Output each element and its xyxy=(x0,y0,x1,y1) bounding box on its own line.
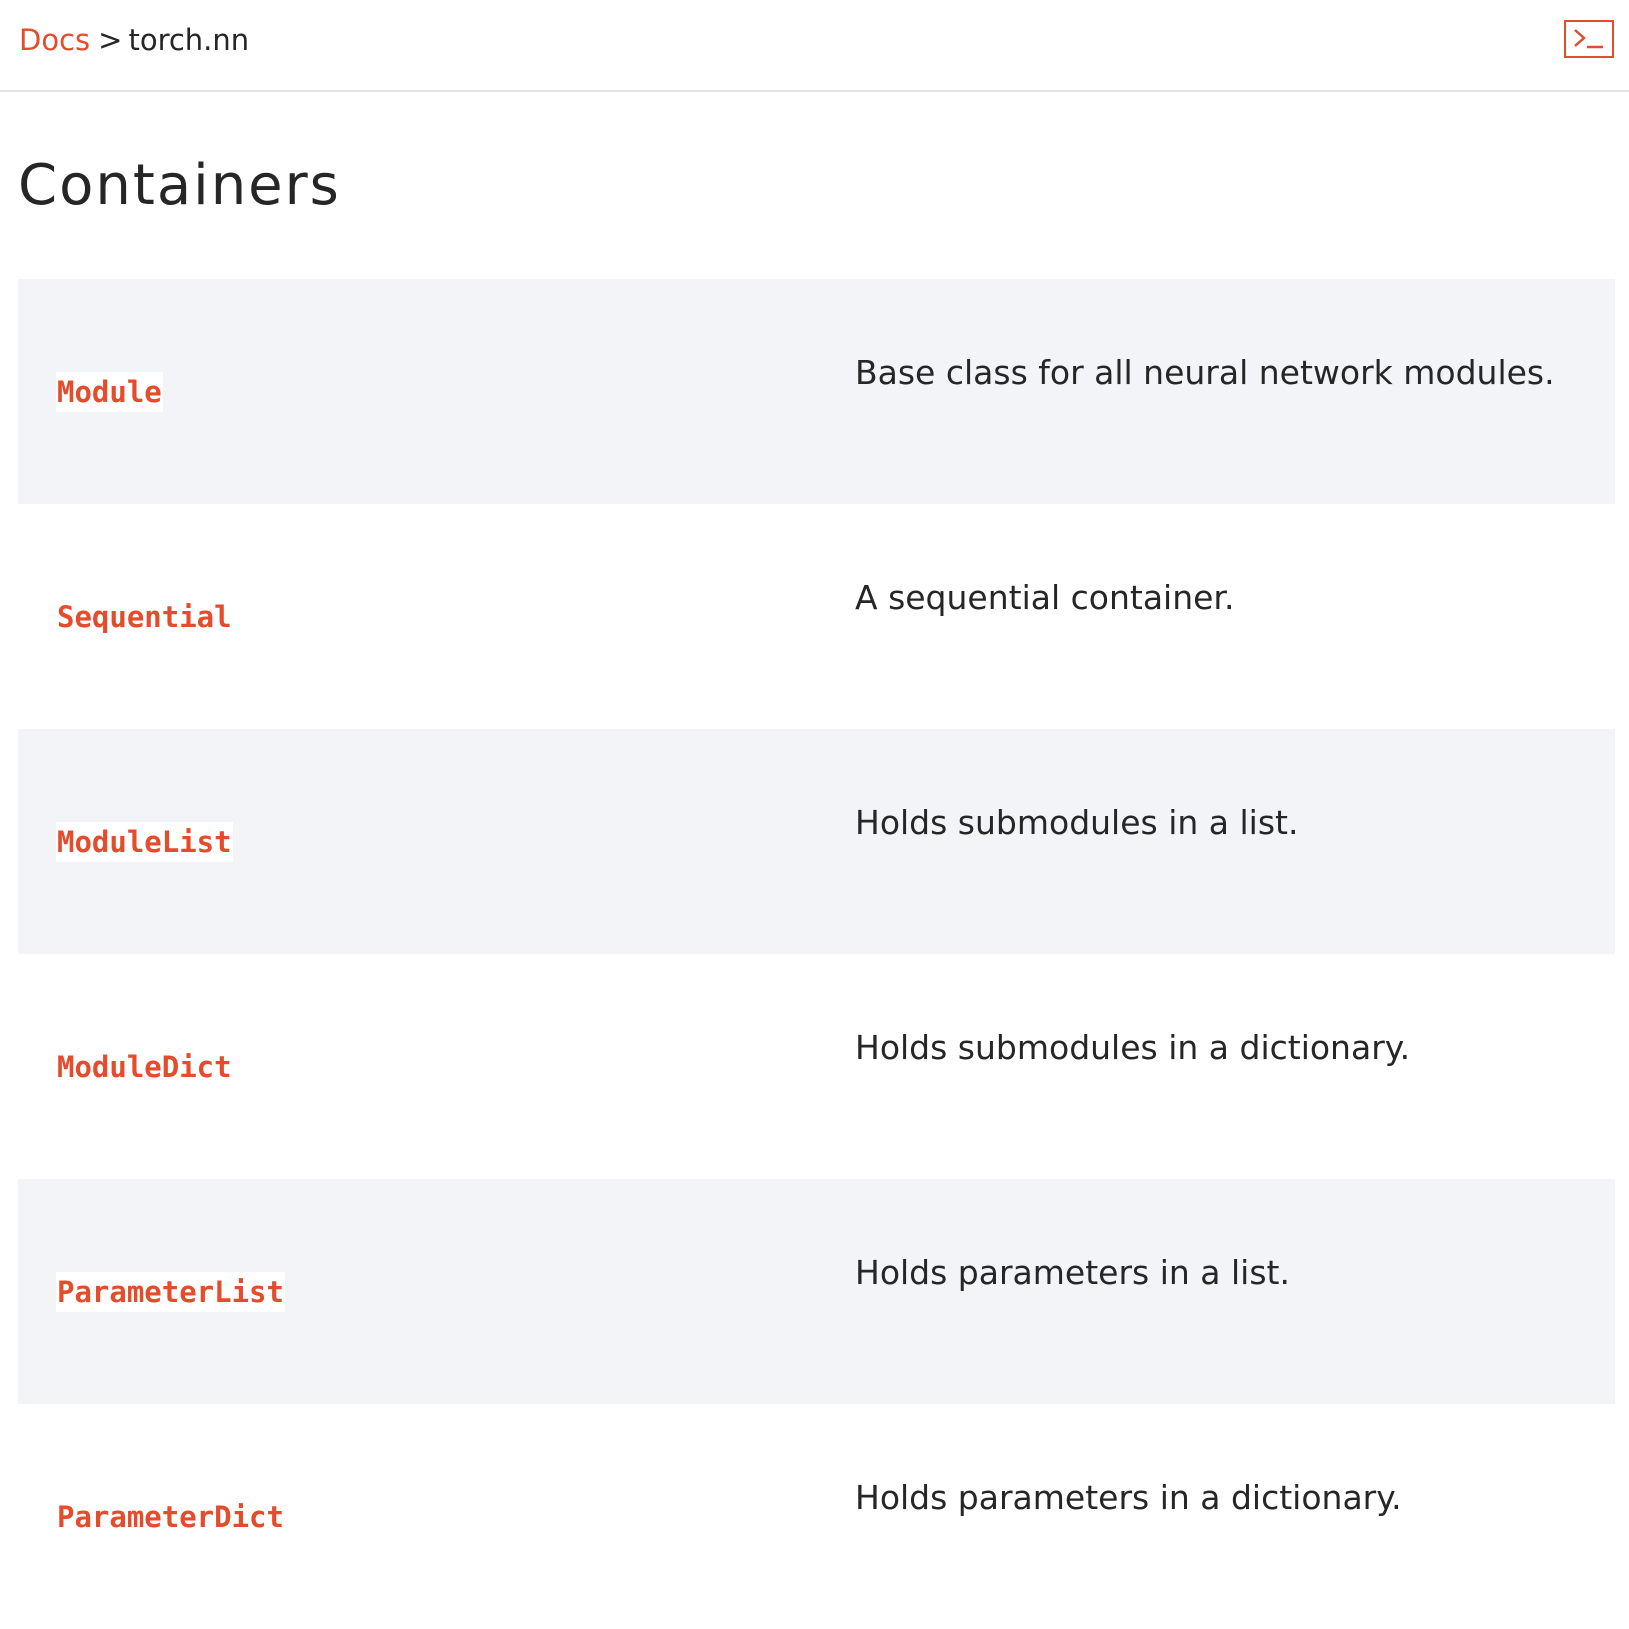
container-name-cell: ModuleList xyxy=(56,822,233,862)
container-description: Holds submodules in a dictionary. xyxy=(855,1028,1411,1067)
containers-table: Module Base class for all neural network… xyxy=(18,279,1615,1629)
breadcrumb-current: torch.nn xyxy=(128,23,250,57)
table-row: ModuleList Holds submodules in a list. xyxy=(18,729,1615,954)
breadcrumb-docs-link[interactable]: Docs xyxy=(19,23,91,57)
container-name-cell: ParameterList xyxy=(56,1272,285,1312)
container-description: Holds submodules in a list. xyxy=(855,803,1299,842)
table-row: Sequential A sequential container. xyxy=(18,504,1615,729)
container-name-cell: Sequential xyxy=(56,597,233,637)
terminal-button[interactable] xyxy=(1564,20,1614,58)
container-link-parameterlist[interactable]: ParameterList xyxy=(56,1272,285,1312)
table-row: Module Base class for all neural network… xyxy=(18,279,1615,504)
breadcrumb-separator: > xyxy=(98,23,123,57)
container-link-module[interactable]: Module xyxy=(56,372,163,412)
container-description: A sequential container. xyxy=(855,578,1235,617)
container-link-sequential[interactable]: Sequential xyxy=(57,600,232,634)
table-row: ModuleDict Holds submodules in a diction… xyxy=(18,954,1615,1179)
container-description: Base class for all neural network module… xyxy=(855,353,1555,392)
breadcrumb: Docs>torch.nn xyxy=(19,20,249,60)
page-title: Containers xyxy=(18,153,341,218)
terminal-prompt-icon xyxy=(1574,29,1603,49)
table-row: ParameterList Holds parameters in a list… xyxy=(18,1179,1615,1404)
container-description: Holds parameters in a list. xyxy=(855,1253,1290,1292)
container-name-cell: ParameterDict xyxy=(56,1497,285,1537)
table-row: ParameterDict Holds parameters in a dict… xyxy=(18,1404,1615,1629)
container-description: Holds parameters in a dictionary. xyxy=(855,1478,1402,1517)
container-link-modulelist[interactable]: ModuleList xyxy=(56,822,233,862)
container-link-moduledict[interactable]: ModuleDict xyxy=(57,1050,232,1084)
container-name-cell: ModuleDict xyxy=(56,1047,233,1087)
top-bar: Docs>torch.nn xyxy=(0,0,1629,92)
container-link-parameterdict[interactable]: ParameterDict xyxy=(57,1500,284,1534)
container-name-cell: Module xyxy=(56,372,163,412)
